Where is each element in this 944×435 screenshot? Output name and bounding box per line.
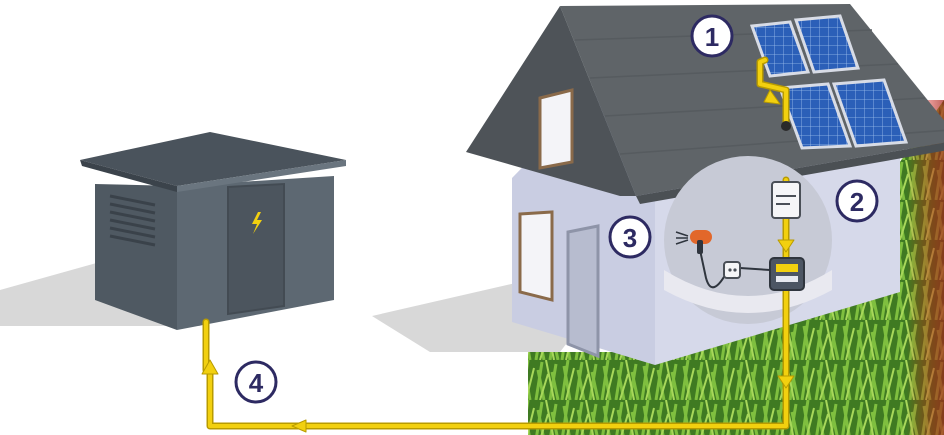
power-socket-icon — [724, 262, 740, 278]
electricity-meter-icon — [770, 258, 804, 290]
inverter-icon — [772, 182, 800, 218]
grid-cabinet — [80, 132, 346, 330]
interior-cutaway — [664, 156, 832, 324]
cabinet-door — [228, 184, 284, 314]
step-4-label: 4 — [249, 368, 264, 398]
roof-junction — [781, 121, 791, 131]
flow-arrow — [292, 420, 306, 432]
step-3-badge: 3 — [610, 217, 650, 257]
step-3-label: 3 — [623, 223, 637, 253]
side-window-top — [540, 90, 572, 168]
house-door — [568, 226, 598, 356]
step-2-badge: 2 — [837, 181, 877, 221]
step-4-badge: 4 — [236, 362, 276, 402]
step-1-label: 1 — [705, 22, 719, 52]
side-window-bottom — [520, 212, 552, 300]
step-1-badge: 1 — [692, 16, 732, 56]
step-2-label: 2 — [850, 187, 864, 217]
